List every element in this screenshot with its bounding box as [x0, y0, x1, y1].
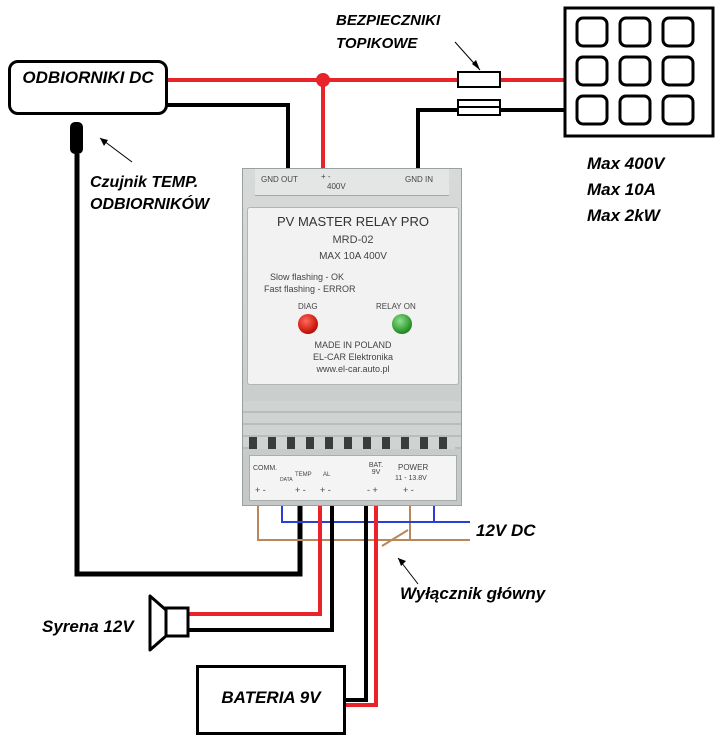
power-range-label: 11 - 13.8V	[395, 475, 427, 482]
polarity-bat: - +	[367, 485, 378, 495]
fuse-1	[457, 71, 501, 88]
relay-on-label: RELAY ON	[376, 302, 416, 311]
max-voltage-label: Max 400V	[587, 154, 665, 173]
al-label: AL	[323, 472, 331, 478]
top-terminal-strip	[255, 169, 449, 196]
device-front-panel: PV MASTER RELAY PRO MRD-02 MAX 10A 400V …	[247, 207, 459, 385]
siren-wire-black	[188, 500, 334, 632]
siren-wire-red	[188, 500, 322, 616]
maker-text: EL-CAR Elektronika	[312, 352, 394, 362]
made-in-text: MADE IN POLAND	[314, 340, 392, 350]
data-label: DATA	[280, 477, 293, 483]
battery-wire-red	[345, 500, 378, 707]
siren-icon	[148, 594, 190, 652]
sensor-cable	[74, 154, 303, 577]
siren-label: Syrena 12V	[42, 617, 134, 636]
device-rating: MAX 10A 400V	[319, 251, 387, 262]
battery-box	[196, 665, 346, 735]
blue-wire	[281, 500, 470, 523]
terminal-screws	[249, 437, 455, 449]
black-wire-gnd-out	[160, 103, 290, 172]
gnd-in-label: GND IN	[405, 175, 433, 184]
device-model: MRD-02	[332, 234, 374, 246]
dc12-label: 12V DC	[476, 521, 536, 540]
main-switch-label: Wyłącznik główny	[400, 584, 546, 603]
bottom-terminal-strip	[249, 455, 457, 501]
website-text: www.el-car.auto.pl	[316, 364, 390, 374]
consumers-label: ODBIORNIKI DC	[22, 68, 154, 87]
relay-led	[392, 314, 412, 334]
bat-label: BAT. 9V	[368, 462, 384, 476]
battery-wire-black	[345, 500, 368, 702]
max-current-label: Max 10A	[587, 180, 656, 199]
black-wire-gnd-in	[416, 108, 565, 172]
device-module: GND OUT + - 400V GND IN PV MASTER RELAY …	[242, 168, 462, 506]
temp-sensor	[70, 122, 83, 154]
main-switch	[381, 529, 409, 547]
polarity-temp: + -	[295, 485, 306, 495]
device-name: PV MASTER RELAY PRO	[277, 214, 429, 229]
comm-label: COMM.	[253, 465, 278, 472]
pv-in-voltage: 400V	[327, 182, 346, 191]
battery-label: BATERIA 9V	[221, 688, 321, 707]
sensor-label: Czujnik TEMP. ODBIORNIKÓW	[90, 174, 210, 214]
fuses-label: BEZPIECZNIKI TOPIKOWE	[336, 12, 441, 52]
pv-panel	[563, 6, 715, 138]
polarity-comm: + -	[255, 485, 266, 495]
pv-in-sign: + -	[321, 172, 331, 181]
temp-label: TEMP	[295, 472, 312, 478]
brown-wire-left	[257, 500, 470, 541]
polarity-al: + -	[320, 485, 331, 495]
slow-flash-text: Slow flashing - OK	[270, 272, 345, 282]
consumers-box	[8, 60, 168, 115]
polarity-power: + -	[403, 485, 414, 495]
max-power-label: Max 2kW	[587, 206, 660, 225]
gnd-out-label: GND OUT	[261, 175, 298, 184]
power-label: POWER	[398, 463, 429, 472]
diag-led	[298, 314, 318, 334]
diag-label: DIAG	[298, 302, 318, 311]
fast-flash-text: Fast flashing - ERROR	[264, 284, 356, 294]
